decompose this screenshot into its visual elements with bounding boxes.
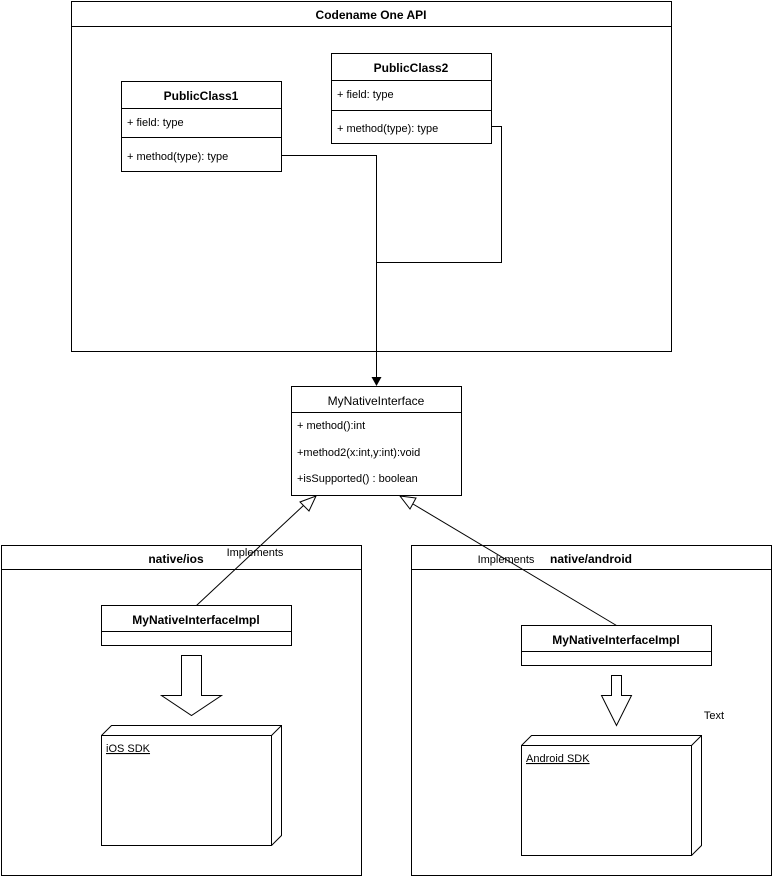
class-name: MyNativeInterfaceImpl xyxy=(552,633,679,647)
class-name: PublicClass1 xyxy=(164,89,239,103)
realization-android xyxy=(412,503,617,626)
package-title: native/ios xyxy=(148,552,204,566)
node-label: Android SDK xyxy=(526,753,590,765)
class-public-class2[interactable]: PublicClass2 + field: type + method(type… xyxy=(331,53,492,144)
class-field: + field: type xyxy=(127,117,184,129)
interface-method-1: + method():int xyxy=(297,420,365,432)
package-title: native/android xyxy=(550,552,632,566)
class-name: MyNativeInterfaceImpl xyxy=(132,613,259,627)
interface-method-3: +isSupported() : boolean xyxy=(297,473,418,485)
interface-my-native-interface[interactable]: MyNativeInterface + method():int +method… xyxy=(291,386,462,496)
interface-name: MyNativeInterface xyxy=(328,394,425,408)
implements-label-ios: Implements xyxy=(227,547,284,559)
free-text-label: Text xyxy=(704,710,724,722)
class-field: + field: type xyxy=(337,89,394,101)
class-name: PublicClass2 xyxy=(374,61,449,75)
arrowhead-to-interface xyxy=(371,377,382,386)
node-label: iOS SDK xyxy=(106,743,151,755)
class-ios-impl[interactable]: MyNativeInterfaceImpl xyxy=(101,605,292,646)
block-arrow-android xyxy=(600,675,633,727)
realization-ios xyxy=(196,504,305,606)
node-ios-sdk[interactable]: iOS SDK xyxy=(101,725,282,846)
class-method: + method(type): type xyxy=(337,123,438,135)
realization-android-arrowhead xyxy=(398,495,417,510)
node-android-sdk[interactable]: Android SDK xyxy=(521,735,702,856)
implements-label-android: Implements xyxy=(478,554,535,566)
class-public-class1[interactable]: PublicClass1 + field: type + method(type… xyxy=(121,81,282,172)
realization-ios-arrowhead xyxy=(299,495,317,512)
class-method: + method(type): type xyxy=(127,151,228,163)
connector-class1-to-interface xyxy=(281,155,377,378)
class-android-impl[interactable]: MyNativeInterfaceImpl xyxy=(521,625,712,666)
connector-class2-to-interface xyxy=(376,126,502,263)
interface-method-2: +method2(x:int,y:int):void xyxy=(297,447,420,459)
package-title: Codename One API xyxy=(316,8,427,22)
block-arrow-ios xyxy=(159,655,224,717)
